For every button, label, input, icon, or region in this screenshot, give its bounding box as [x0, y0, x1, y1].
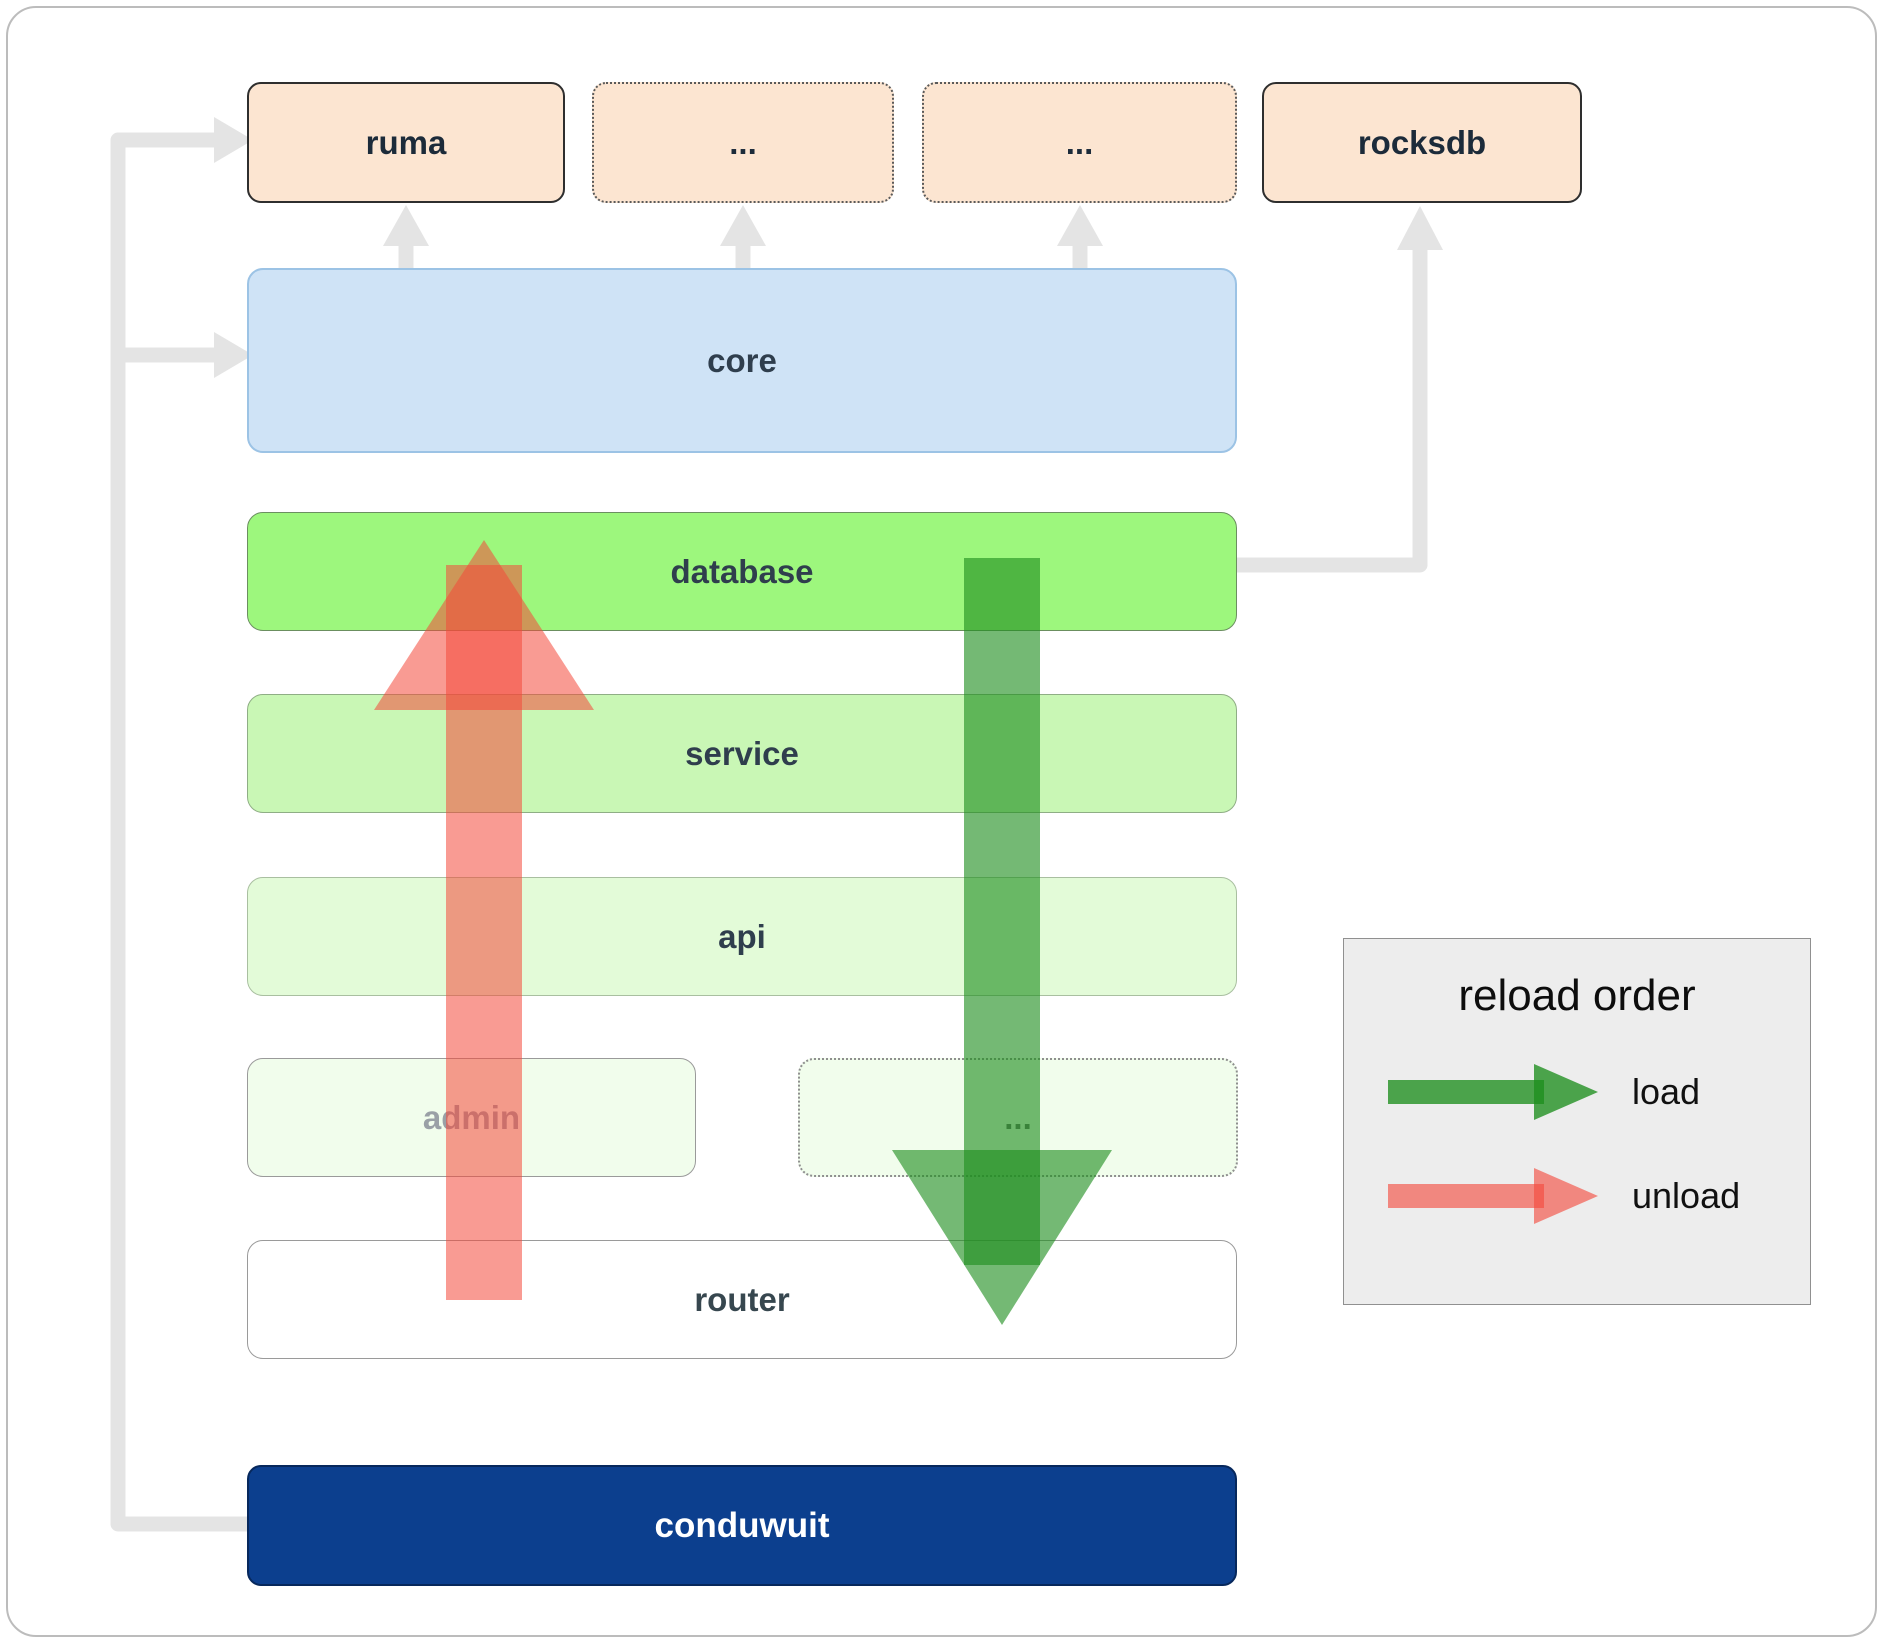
- box-database: database: [247, 512, 1237, 631]
- box-core: core: [247, 268, 1237, 453]
- outer-frame: [6, 6, 1877, 1637]
- box-router: router: [247, 1240, 1237, 1359]
- box-service: service: [247, 694, 1237, 813]
- box-core-label: core: [707, 341, 777, 379]
- box-ruma: ruma: [247, 82, 565, 203]
- legend-row-unload: unload: [1344, 1163, 1810, 1229]
- box-ellipsis-2: ...: [922, 82, 1237, 203]
- legend-load-label: load: [1632, 1071, 1701, 1112]
- legend-unload-label: unload: [1632, 1175, 1741, 1216]
- box-database-label: database: [670, 552, 814, 590]
- legend-title: reload order: [1458, 971, 1696, 1020]
- unload-arrow-icon: [1388, 1168, 1598, 1224]
- box-api-label: api: [718, 917, 766, 955]
- box-ellipsis-3-label: ...: [1004, 1098, 1032, 1136]
- legend: reload order load unload: [1343, 938, 1811, 1305]
- box-conduwuit-label: conduwuit: [654, 1505, 830, 1545]
- load-arrow-icon: [1388, 1064, 1598, 1120]
- box-api: api: [247, 877, 1237, 996]
- box-rocksdb-label: rocksdb: [1357, 123, 1487, 161]
- box-router-label: router: [694, 1280, 790, 1318]
- box-ellipsis-1: ...: [592, 82, 894, 203]
- box-ellipsis-2-label: ...: [1065, 123, 1094, 161]
- box-ellipsis-3: ...: [798, 1058, 1238, 1177]
- box-ruma-label: ruma: [365, 123, 447, 161]
- box-ellipsis-1-label: ...: [729, 123, 757, 161]
- box-conduwuit: conduwuit: [247, 1465, 1237, 1586]
- box-admin: admin: [247, 1058, 696, 1177]
- box-rocksdb: rocksdb: [1262, 82, 1582, 203]
- box-service-label: service: [685, 734, 799, 772]
- box-admin-label: admin: [422, 1098, 521, 1136]
- legend-row-load: load: [1344, 1059, 1810, 1125]
